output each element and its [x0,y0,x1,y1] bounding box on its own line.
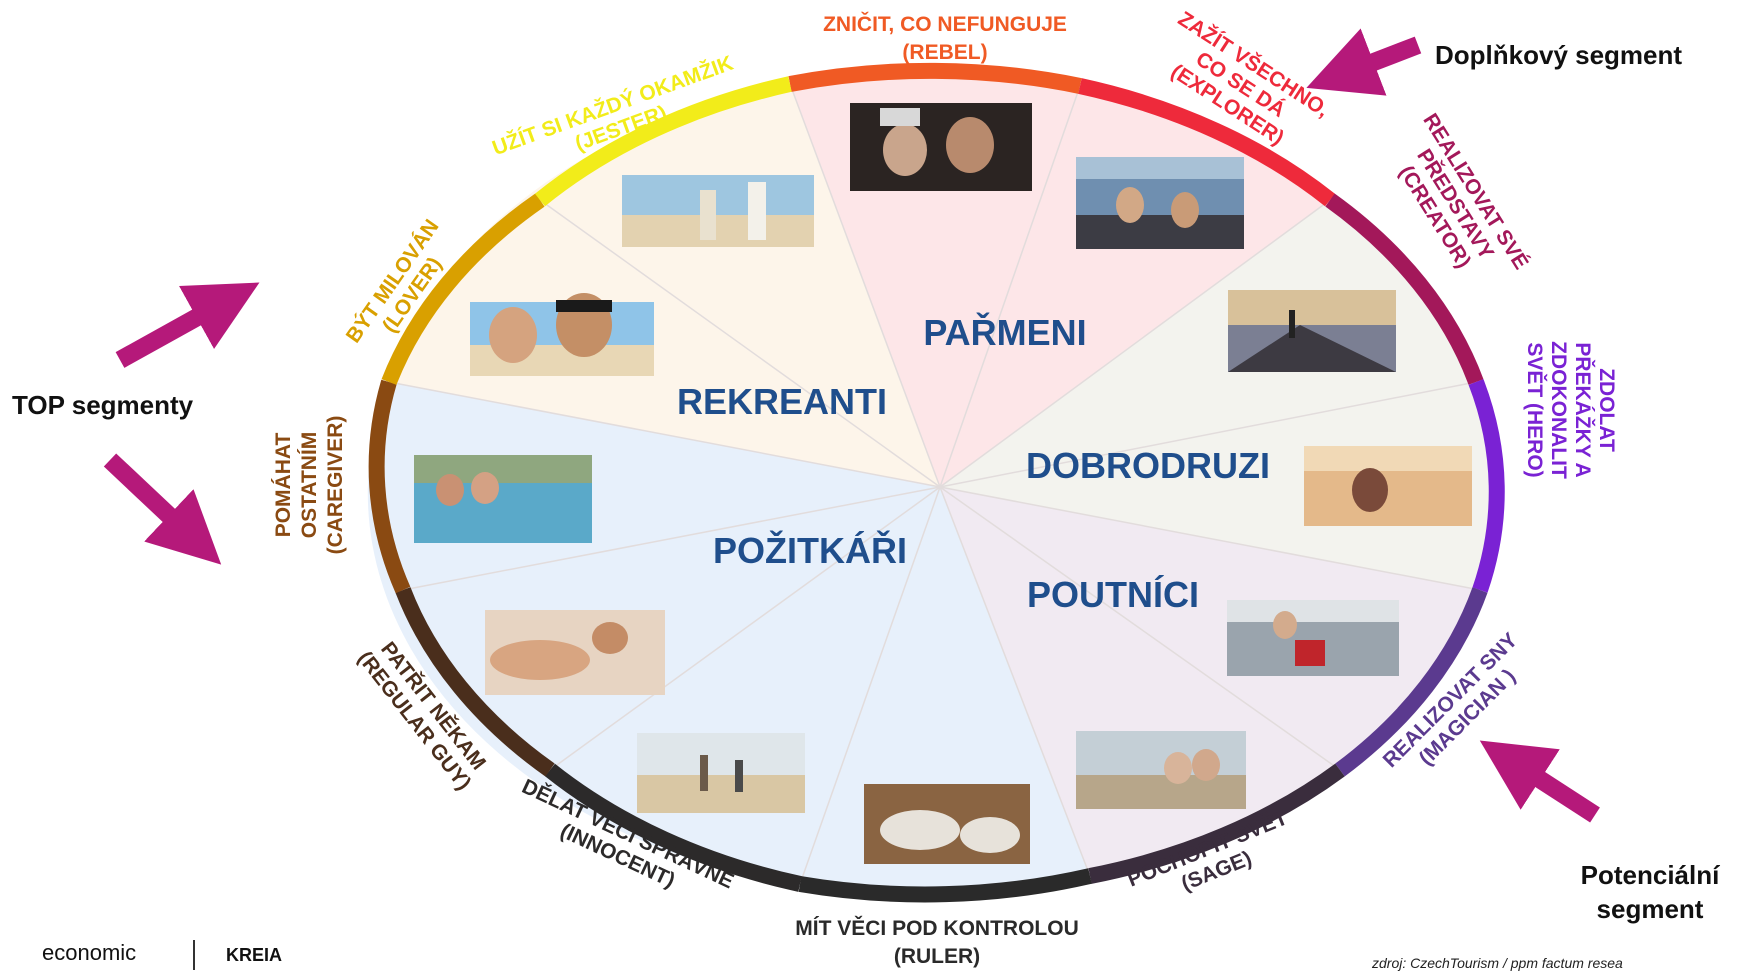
rim-sage [1088,763,1345,884]
rim-regular-guy [395,587,555,777]
note-potencialni-line1: Potenciální [1580,860,1720,890]
note-top-segmenty: TOP segmenty [12,390,194,420]
photo-hot-tub [414,455,592,543]
rim-caregiver [368,379,411,594]
photo-friends-river [1076,157,1244,249]
segment-poutnici: POUTNÍCI [1027,574,1199,615]
arrow-doplnkovy [1306,28,1422,96]
spoke [799,486,941,885]
archetype-label-line: (REBEL) [902,41,987,64]
archetype-label-rebel: ZNIČIT, CO NEFUNGUJE (REBEL) [823,12,1067,64]
photo-selfie-couple [470,293,654,376]
archetype-label-line: ZNIČIT, CO NEFUNGUJE [823,12,1067,36]
source-note: zdroj: CzechTourism / ppm factum resea [1372,955,1623,971]
archetype-label-line: PŘEKÁŽKY A [1571,342,1595,477]
segment-parmeni: PAŘMENI [923,311,1086,353]
spoke [789,83,941,488]
archetype-label-line: (RULER) [894,945,980,968]
spoke [939,199,1331,488]
archetype-label-line: SVĚT (HERO) [1523,342,1547,477]
rim-magician [1335,587,1488,777]
spoke [939,381,1477,488]
logo-divider [193,940,195,970]
segment-dobrodruzi: DOBRODRUZI [1026,445,1270,486]
arrow-top-down [103,453,222,565]
rim-rebel [788,62,1082,94]
rim-creator [1325,193,1484,385]
photo-desert-traveler [1304,446,1472,526]
photos [414,103,1472,864]
photo-party [850,103,1032,191]
photo-elderly-couple [1076,731,1246,809]
spoke [939,486,1341,771]
rim-ruler [798,868,1092,903]
rim-explorer [1078,78,1335,207]
note-potencialni-line2: segment [1596,894,1704,924]
wheel-spokes [388,83,1481,885]
archetype-label-line: (CAREGIVER) [324,416,347,555]
archetype-label-line: OSTATNÍM [298,432,321,539]
archetype-label-line: ZDOLAT [1595,368,1618,452]
archetype-label-line: ZDOKONALIT [1547,341,1570,479]
photo-beach-couple [622,175,814,247]
sector-poutnici-bg [940,487,1480,876]
spoke [939,486,1091,877]
rim-lover [381,193,545,385]
photo-airport-travelers [1227,600,1399,676]
archetype-label-line: POMÁHAT [272,433,295,538]
spoke [939,486,1481,591]
photo-spa-bath [864,784,1030,864]
spoke [539,199,941,488]
note-doplnkovy-segment: Doplňkový segment [1435,40,1683,70]
spoke [402,486,941,591]
arrows [103,28,1600,823]
arrow-potencialni [1479,740,1600,823]
logo-kreia: KREIA [226,945,283,965]
rim-innocent [545,763,802,892]
photo-mountain-hiker [1228,290,1396,372]
wheel-rim [368,62,1505,903]
spoke [939,85,1081,488]
photo-massage [485,610,665,695]
note-potencialni-segment: Potenciální segment [1560,858,1739,926]
archetype-label-line: MÍT VĚCI POD KONTROLOU [795,916,1079,940]
photo-beach-family [637,733,805,813]
segment-pozitkari: POŽITKÁŘI [713,529,907,571]
spoke [549,486,941,771]
spoke [388,381,941,488]
archetype-label-ruler: MÍT VĚCI POD KONTROLOU (RULER) [795,916,1079,968]
rim-jester [534,76,792,207]
logo-economic: economic [42,940,137,965]
segment-rekreanti: REKREANTI [677,381,887,422]
archetype-label-hero: ZDOLATPŘEKÁŽKY AZDOKONALITSVĚT (HERO) [1523,341,1618,479]
rim-hero [1468,379,1505,593]
arrow-top-up [115,282,260,368]
